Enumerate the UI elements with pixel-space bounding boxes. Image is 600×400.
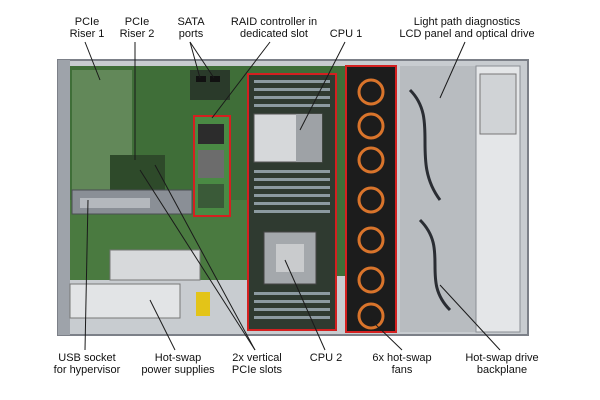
backplane-cables: [408, 88, 452, 312]
sata-ports: [190, 70, 230, 100]
label-pcie-riser-1: PCIe Riser 1: [69, 16, 105, 40]
cpu-1-heatsink: [296, 114, 322, 162]
leader-lines: [84, 41, 501, 351]
label-light-path: Light path diagnostics LCD panel and opt…: [399, 16, 535, 40]
riser-cover: [80, 198, 150, 208]
fan-bay: [345, 65, 397, 333]
power-supply-2: [109, 249, 201, 281]
raid-chip-3: [198, 184, 224, 208]
label-pcie-riser-2: PCIe Riser 2: [119, 16, 155, 40]
sata-connector-a: [196, 76, 206, 82]
label-sata-ports: SATA ports: [177, 16, 205, 40]
label-hot-swap-psu: Hot-swap power supplies: [141, 352, 215, 376]
label-raid-controller: RAID controller in dedicated slot: [230, 16, 318, 40]
label-fans: 6x hot-swap fans: [372, 352, 432, 376]
lcd-panel-optical-drive: [479, 73, 517, 135]
raid-chip-2: [198, 150, 224, 178]
psu-yellow-handle: [196, 292, 210, 316]
label-cpu-1: CPU 1: [329, 28, 363, 40]
chassis-left-edge: [58, 60, 70, 335]
power-supply-1: [69, 283, 181, 319]
label-vertical-pcie: 2x vertical PCIe slots: [231, 352, 283, 376]
fans: [357, 78, 385, 330]
label-backplane: Hot-swap drive backplane: [465, 352, 539, 376]
raid-chip-1: [198, 124, 224, 144]
cpu-2-die: [276, 244, 304, 272]
label-usb-socket: USB socket for hypervisor: [53, 352, 121, 376]
label-cpu-2: CPU 2: [309, 352, 343, 364]
sata-connector-b: [210, 76, 220, 82]
dimm-slots: [254, 80, 330, 319]
